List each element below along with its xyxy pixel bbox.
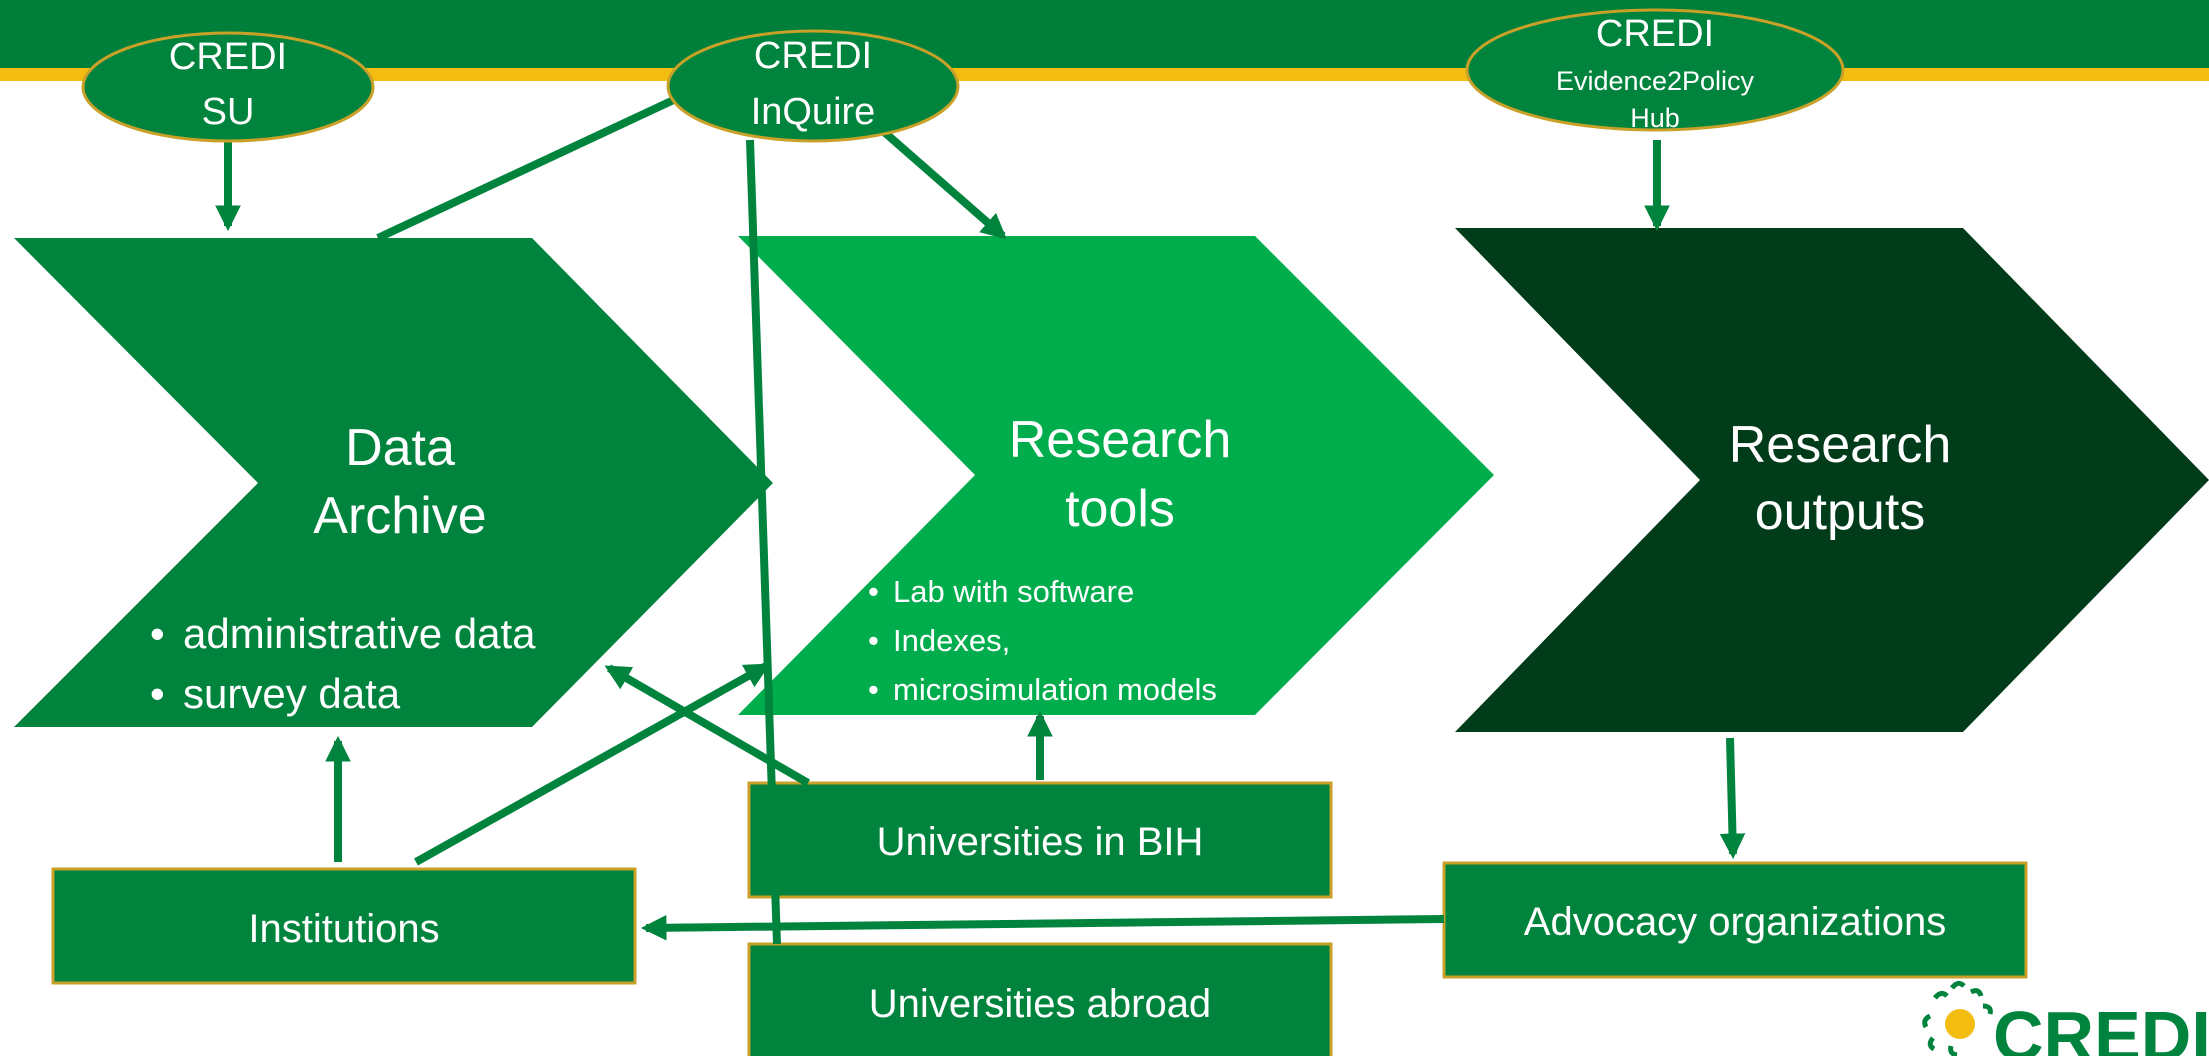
arrow-advocacy-to-institutions — [640, 914, 1445, 941]
institutions-box — [51, 867, 637, 985]
advocacy-box — [1442, 861, 2028, 979]
oval-credi-inquire-line2: InQuire — [751, 91, 876, 133]
research-tools-bullet: microsimulation models — [893, 672, 1217, 707]
arrow-bih-to-archive — [604, 664, 811, 787]
bullet-dot: • — [868, 623, 879, 658]
research-tools-title-line1: Research — [1009, 411, 1232, 469]
arrow-inquire-to-tools — [880, 127, 1007, 240]
research-tools-bullet: Indexes, — [893, 623, 1010, 658]
chevron-data-archive — [14, 238, 773, 727]
data-archive-title-line1: Data — [345, 419, 455, 477]
logo-text: CREDI — [1993, 997, 2209, 1056]
universities-abroad-label: Universities abroad — [869, 982, 1211, 1026]
oval-credi-inquire — [666, 29, 960, 143]
universities-abroad-box — [747, 942, 1333, 1056]
data-archive-bullet: administrative data — [183, 610, 536, 657]
oval-credi-e2p-line1: CREDI — [1596, 13, 1714, 55]
oval-credi-su — [81, 31, 375, 143]
research-outputs-title-line1: Research — [1729, 416, 1952, 474]
universities-bih-box — [747, 781, 1333, 899]
universities-bih-label: Universities in BIH — [877, 820, 1204, 864]
advocacy-label: Advocacy organizations — [1524, 900, 1946, 944]
arrow-outputs-to-advocacy — [1719, 737, 1746, 860]
sun-icon — [1922, 980, 1993, 1056]
oval-credi-su-line1: CREDI — [169, 36, 287, 78]
bullet-dot: • — [150, 610, 165, 657]
research-outputs-title-line2: outputs — [1755, 483, 1926, 541]
line-inquire-to-archive — [376, 93, 682, 242]
header-band — [0, 0, 2209, 68]
research-tools-bullet: Lab with software — [893, 574, 1134, 609]
oval-credi-e2p-line3: Hub — [1630, 103, 1680, 133]
bullet-dot: • — [868, 672, 879, 707]
bullet-dot: • — [150, 670, 165, 717]
credi-logo: CREDI — [1922, 980, 2209, 1056]
line-inquire-to-abroad — [746, 139, 781, 945]
data-archive-bullet: survey data — [183, 670, 401, 717]
chevron-research-outputs — [1455, 228, 2209, 732]
data-archive-title-line2: Archive — [313, 487, 486, 545]
research-tools-title-line2: tools — [1065, 480, 1175, 538]
institutions-label: Institutions — [248, 907, 439, 951]
chevron-research-tools — [738, 236, 1494, 715]
oval-credi-su-line2: SU — [202, 91, 255, 133]
bullet-dot: • — [868, 574, 879, 609]
oval-credi-inquire-line1: CREDI — [754, 35, 872, 77]
arrow-institutions-to-tools — [414, 662, 771, 866]
oval-credi-e2p-line2: Evidence2Policy — [1556, 66, 1755, 96]
oval-credi-e2p — [1465, 8, 1845, 132]
